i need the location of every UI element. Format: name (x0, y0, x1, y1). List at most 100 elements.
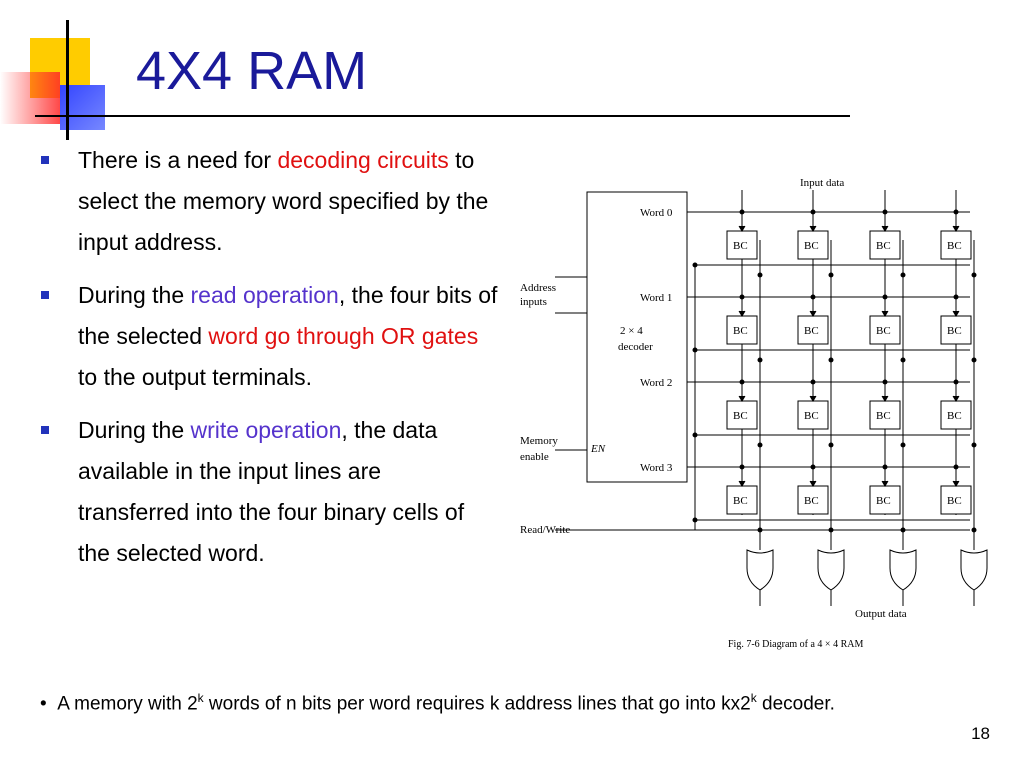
input-data-label: Input data (800, 177, 844, 189)
binary-cell-label: BC (733, 495, 748, 507)
binary-cell-label: BC (733, 325, 748, 337)
bullet-item: During the write operation, the data ava… (38, 410, 498, 574)
junction-dot (739, 464, 745, 470)
or-gate (960, 549, 988, 591)
arrow-icon (809, 225, 817, 232)
junction-dot (953, 209, 959, 215)
junction-dot (953, 294, 959, 300)
junction-dot (757, 527, 763, 533)
footnote-text: decoder. (756, 693, 835, 715)
bullet-square-icon (41, 426, 49, 434)
read-write-label: Read/Write (520, 524, 570, 536)
bullet-highlight: read operation (190, 282, 339, 308)
binary-cell-label: BC (804, 410, 819, 422)
junction-dot (810, 209, 816, 215)
en-label: EN (590, 443, 606, 455)
title-underline (35, 115, 850, 117)
arrow-icon (881, 225, 889, 232)
ram-diagram: Input data Address inputs 2 × 4 decoder … (520, 177, 988, 650)
junction-dot (757, 357, 763, 363)
binary-cell-label: BC (804, 495, 819, 507)
bullet-highlight: word go through OR gates (208, 323, 479, 349)
memory-enable-label: Memory (520, 435, 558, 447)
arrow-icon (952, 395, 960, 402)
binary-cell-label: BC (876, 495, 891, 507)
junction-dot (900, 357, 906, 363)
binary-cell-label: BC (947, 495, 962, 507)
binary-cell-label: BC (876, 410, 891, 422)
arrow-icon (738, 480, 746, 487)
memory-enable-label: enable (520, 451, 549, 463)
arrow-icon (809, 310, 817, 317)
junction-dot (971, 357, 977, 363)
bullet-text: , the four bits of the selected (78, 282, 498, 349)
footnote-text: words of n bits per word requires k addr… (203, 693, 751, 715)
junction-dot (900, 442, 906, 448)
word-label: Word 1 (640, 292, 672, 304)
footnote: • A memory with 2k words of n bits per w… (40, 684, 940, 718)
binary-cell (869, 230, 901, 260)
junction-dot (882, 294, 888, 300)
junction-dot (882, 379, 888, 385)
bullet-highlight: decoding circuits (277, 147, 449, 173)
bullet-list: There is a need for decoding circuits to… (38, 140, 498, 586)
arrow-icon (738, 225, 746, 232)
word-label: Word 2 (640, 377, 672, 389)
binary-cell (726, 230, 758, 260)
junction-dot (971, 527, 977, 533)
junction-dot (739, 209, 745, 215)
bullet-text: , the data available in the input lines … (78, 417, 465, 566)
output-data-label: Output data (855, 608, 907, 620)
binary-cell-label: BC (876, 325, 891, 337)
bullet-highlight: write operation (190, 417, 342, 443)
junction-dot (900, 272, 906, 278)
or-gate (889, 549, 917, 591)
arrow-icon (738, 310, 746, 317)
binary-cell (797, 230, 829, 260)
binary-cell-label: BC (804, 325, 819, 337)
junction-dot (828, 442, 834, 448)
junction-dot (882, 209, 888, 215)
bullet-square-icon (41, 291, 49, 299)
or-gate (746, 549, 774, 591)
slide-title: 4X4 RAM (136, 41, 368, 101)
binary-cell (726, 400, 758, 430)
binary-cell (940, 485, 972, 515)
junction-dot (739, 379, 745, 385)
junction-dot (810, 294, 816, 300)
page-number: 18 (971, 724, 990, 743)
address-label: inputs (520, 296, 547, 308)
binary-cell-label: BC (804, 240, 819, 252)
title-decoration-vertical-line (66, 20, 69, 140)
binary-cell-label: BC (733, 410, 748, 422)
bullet-text: There is a need for (78, 147, 278, 173)
word-label: Word 0 (640, 207, 673, 219)
footnote-bullet: • (40, 693, 58, 715)
junction-dot (739, 294, 745, 300)
junction-dot (953, 379, 959, 385)
binary-cell-label: BC (947, 325, 962, 337)
bullet-text: During the (78, 417, 191, 443)
junction-dot (971, 272, 977, 278)
binary-cell (940, 230, 972, 260)
or-gate (817, 549, 845, 591)
binary-cell (940, 400, 972, 430)
bullet-text: to the output terminals. (78, 364, 312, 390)
binary-cell (869, 315, 901, 345)
bullet-square-icon (41, 156, 49, 164)
junction-dot (828, 527, 834, 533)
binary-cell-label: BC (733, 240, 748, 252)
arrow-icon (952, 480, 960, 487)
arrow-icon (881, 310, 889, 317)
arrow-icon (881, 395, 889, 402)
decoder-label: decoder (618, 341, 653, 353)
word-label: Word 3 (640, 462, 673, 474)
binary-cell-label: BC (947, 240, 962, 252)
arrow-icon (809, 480, 817, 487)
junction-dot (810, 464, 816, 470)
footnote-superscript: k (197, 691, 204, 705)
arrow-icon (952, 310, 960, 317)
decoder-box (586, 191, 688, 483)
junction-dot (757, 272, 763, 278)
junction-dot (900, 527, 906, 533)
